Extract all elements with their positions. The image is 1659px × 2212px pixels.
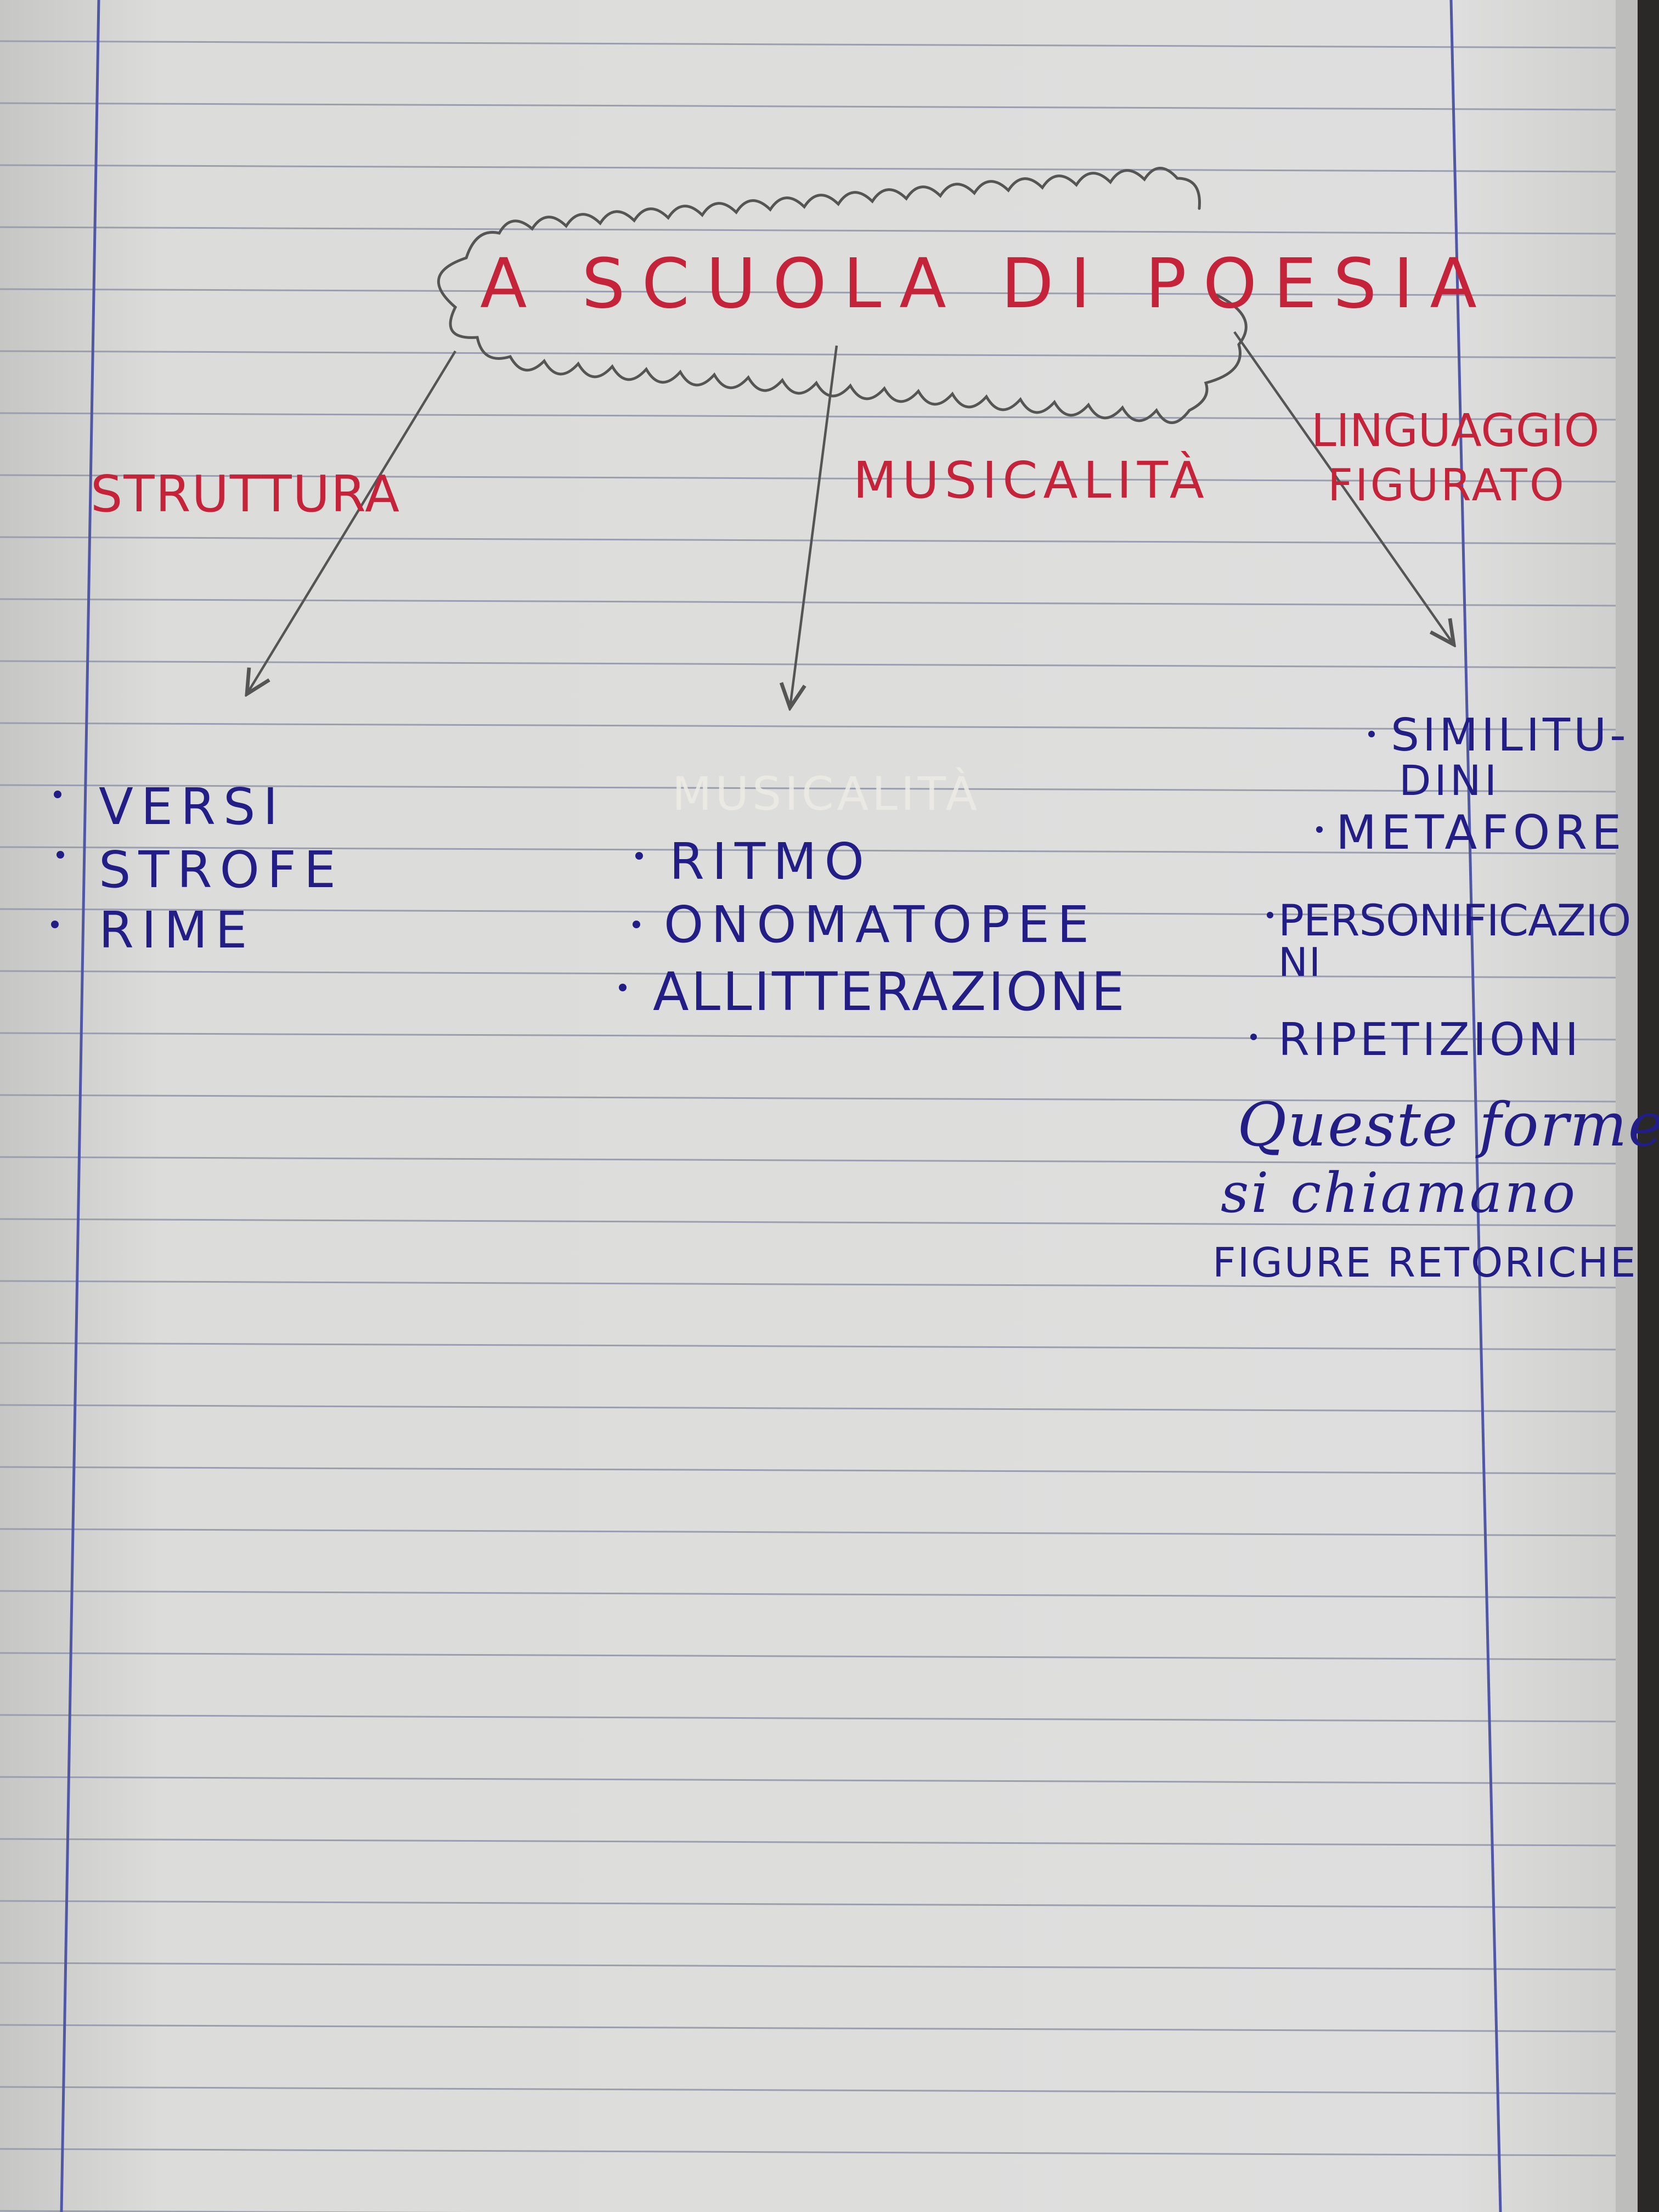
- list-item-similitudini-line1: SIMILITU-: [1391, 709, 1629, 761]
- ruled-line: [0, 1590, 1616, 1599]
- list-item-rime: RIME: [99, 901, 255, 960]
- ruled-line: [0, 598, 1616, 607]
- ruled-line: [0, 1218, 1616, 1227]
- bullet-allitterazione: [619, 984, 627, 991]
- ruled-line: [0, 1900, 1616, 1909]
- bullet-onomatopee: [633, 921, 640, 928]
- bullet-dots: [51, 731, 1375, 1040]
- ruled-line: [0, 2024, 1616, 2033]
- bullet-similitudini: [1368, 731, 1375, 737]
- list-item-onomatopee: ONOMATOPEE: [664, 895, 1097, 954]
- page-title: A SCUOLA DI POESIA: [480, 244, 1493, 324]
- bullet-ritmo: [635, 852, 643, 860]
- ruled-line: [0, 1838, 1616, 1847]
- arrow-to-musicalita: [790, 345, 838, 708]
- ruled-line: [0, 1466, 1616, 1475]
- ruled-line: [0, 1652, 1616, 1661]
- bullet-metafore: [1316, 826, 1323, 833]
- ruled-line: [0, 1404, 1616, 1413]
- list-item-ripetizioni: RIPETIZIONI: [1278, 1014, 1582, 1066]
- list-item-strofe: STROFE: [99, 840, 343, 899]
- ruled-line: [0, 2086, 1616, 2095]
- arrow-to-linguaggio: [1233, 331, 1454, 645]
- next-page-edge: [1616, 0, 1638, 2212]
- list-item-metafore: METAFORE: [1336, 805, 1626, 860]
- bullet-versi: [54, 791, 61, 798]
- list-item-similitudini-line2: DINI: [1399, 756, 1500, 805]
- desk-background: [1638, 0, 1659, 2212]
- ruled-line: [0, 1156, 1616, 1165]
- erased-text: MUSICALITÀ: [672, 767, 980, 821]
- ruled-line: [0, 288, 1616, 297]
- ruled-line: [0, 1528, 1616, 1537]
- ruled-line: [0, 474, 1616, 483]
- bullet-strofe: [57, 851, 64, 859]
- ruled-line: [0, 536, 1616, 545]
- branch-label-linguaggio-line1: LINGUAGGIO: [1311, 405, 1600, 457]
- ruled-line: [0, 40, 1616, 49]
- ruled-line: [0, 722, 1616, 731]
- ruled-line: [0, 784, 1616, 793]
- bullet-personificazioni: [1267, 912, 1273, 918]
- branch-label-struttura: STRUTTURA: [91, 465, 401, 523]
- ruled-lines: [0, 40, 1616, 2212]
- ruled-line: [0, 1962, 1616, 1971]
- branch-label-musicalita: MUSICALITÀ: [853, 451, 1210, 510]
- ruled-line: [0, 2148, 1616, 2157]
- ruled-line: [0, 164, 1616, 173]
- note-line-1: Queste forme: [1237, 1090, 1659, 1160]
- ruled-line: [0, 350, 1616, 359]
- note-line-2: si chiamano: [1221, 1161, 1578, 1225]
- ruled-line: [0, 412, 1616, 421]
- right-margin-line: [1449, 0, 1502, 2212]
- title-cloud: [437, 167, 1248, 424]
- bullet-ripetizioni: [1250, 1034, 1257, 1040]
- note-line-3: FIGURE RETORICHE: [1212, 1239, 1638, 1286]
- list-item-personificazioni-line1: PERSONIFICAZIO: [1278, 896, 1631, 946]
- ruled-line: [0, 660, 1616, 669]
- list-item-personificazioni-line2: NI: [1278, 939, 1322, 985]
- ruled-line: [0, 1342, 1616, 1351]
- ruled-line: [0, 1094, 1616, 1103]
- arrow-to-struttura: [247, 350, 456, 694]
- ruled-line: [0, 102, 1616, 111]
- left-margin-line: [60, 0, 100, 2212]
- ruled-line: [0, 1280, 1616, 1289]
- branch-label-linguaggio-line2: FIGURATO: [1328, 460, 1566, 511]
- bullet-rime: [51, 921, 59, 928]
- ruled-line: [0, 970, 1616, 979]
- list-item-ritmo: RITMO: [669, 832, 872, 891]
- list-item-versi: VERSI: [99, 777, 286, 836]
- ruled-line: [0, 226, 1616, 235]
- list-item-allitterazione: ALLITTERAZIONE: [653, 961, 1127, 1023]
- ruled-line: [0, 1714, 1616, 1723]
- ruled-line: [0, 1776, 1616, 1785]
- ruled-line: [0, 908, 1616, 917]
- ruled-line: [0, 1032, 1616, 1041]
- paper-sheet: [0, 0, 1616, 2212]
- ruled-line: [0, 846, 1616, 855]
